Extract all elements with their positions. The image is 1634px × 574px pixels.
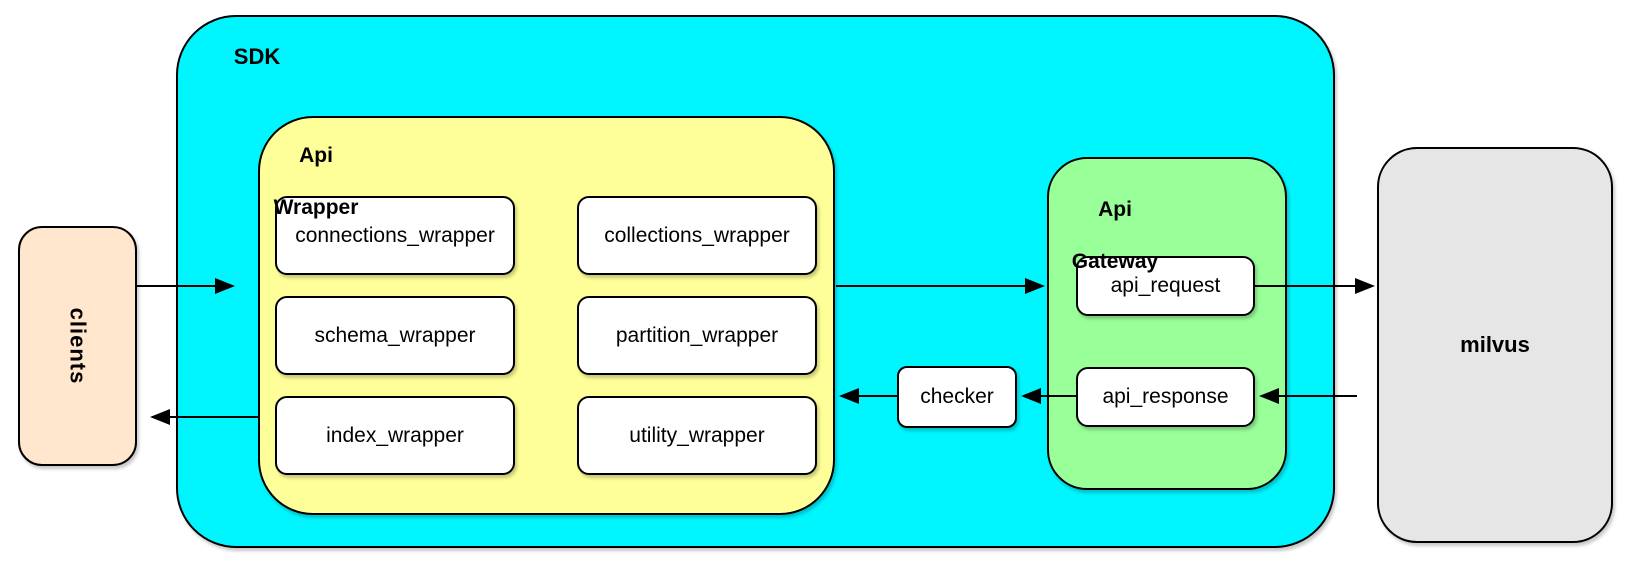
sdk-label: SDK: [233, 44, 281, 69]
api-gateway-container: [1047, 157, 1287, 490]
node-api-request: api_request: [1076, 256, 1255, 316]
api-gateway-label-line1: Api: [1098, 198, 1132, 221]
milvus-label: milvus: [1460, 332, 1530, 357]
api-gateway-label: Api Gateway: [1047, 171, 1183, 275]
api-wrapper-label-line1: Api: [299, 144, 333, 167]
node-api-response: api_response: [1076, 367, 1255, 427]
node-partition-wrapper: partition_wrapper: [577, 296, 817, 375]
milvus-node: milvus: [1377, 147, 1613, 543]
api-wrapper-label-line2: Wrapper: [273, 196, 359, 219]
node-connections-wrapper: connections_wrapper: [275, 196, 515, 275]
node-utility-wrapper: utility_wrapper: [577, 396, 817, 475]
clients-label: clients: [65, 307, 91, 385]
node-schema-wrapper: schema_wrapper: [275, 296, 515, 375]
api-gateway-label-line2: Gateway: [1071, 250, 1159, 273]
node-checker: checker: [897, 366, 1017, 428]
node-collections-wrapper: collections_wrapper: [577, 196, 817, 275]
clients-node: clients: [18, 226, 137, 466]
node-index-wrapper: index_wrapper: [275, 396, 515, 475]
api-wrapper-label: Api Wrapper: [258, 117, 374, 221]
